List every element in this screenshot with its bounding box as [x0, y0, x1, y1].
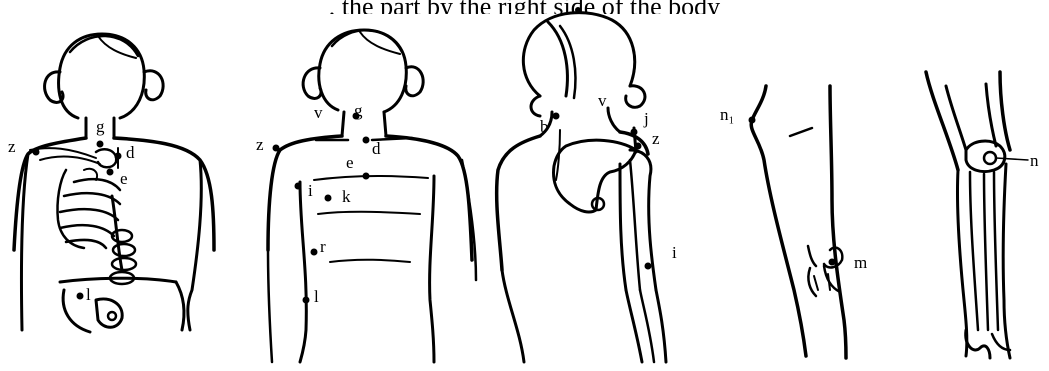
figure-front-skeleton: g z d e l	[8, 34, 214, 332]
label-e: e	[346, 153, 354, 172]
caption-text: , the part by the right side of the body	[0, 0, 1049, 14]
label-k: k	[342, 187, 351, 206]
label-b: b	[540, 117, 549, 136]
figure-knee: n	[926, 72, 1039, 358]
label-j: j	[643, 109, 649, 128]
label-d: d	[126, 143, 135, 162]
label-n: n	[1030, 151, 1039, 170]
label-e: e	[120, 169, 128, 188]
label-n1: n₁	[720, 105, 734, 124]
label-l: l	[314, 287, 319, 306]
label-z: z	[652, 129, 660, 148]
figure-back-arm: v b j z i	[497, 7, 677, 362]
label-i: i	[308, 181, 313, 200]
label-v: v	[314, 103, 323, 122]
label-m: m	[854, 253, 867, 272]
label-l: l	[86, 285, 91, 304]
label-g: g	[96, 117, 105, 136]
label-z: z	[8, 137, 16, 156]
label-z: z	[256, 135, 264, 154]
label-d: d	[372, 139, 381, 158]
label-i: i	[672, 243, 677, 262]
figure-front-torso: v g z d e i k r l	[256, 30, 476, 362]
figure-leg: n₁ m	[720, 86, 867, 358]
label-g: g	[354, 101, 363, 120]
label-r: r	[320, 237, 326, 256]
label-v: v	[598, 91, 607, 110]
